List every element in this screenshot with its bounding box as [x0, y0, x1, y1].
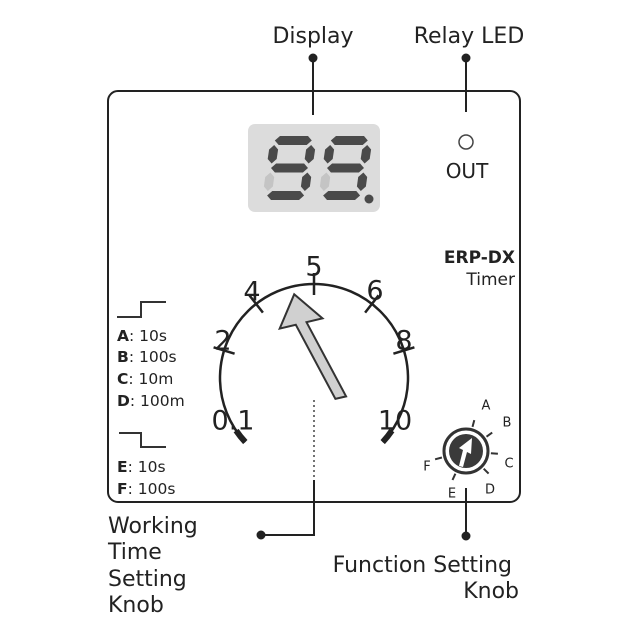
display-digit-1	[319, 136, 372, 200]
segment-c	[300, 172, 312, 191]
function-knob-labels: AB CD E F	[423, 399, 513, 502]
segment-b	[304, 145, 316, 164]
callout-leaders	[256, 53, 471, 541]
display-digit-0	[263, 136, 316, 200]
dial-max-stop	[380, 428, 395, 445]
segment-e	[263, 172, 275, 191]
segment-d	[323, 191, 361, 200]
time-range-code: A	[117, 327, 129, 345]
callout-working-time-knob: Working Time Setting Knob	[107, 514, 205, 618]
function-knob-tick	[490, 452, 498, 455]
segment-a	[274, 136, 312, 145]
working-time-dial[interactable]: 0.1 24 5 68 10	[212, 252, 415, 445]
time-range-value: : 100m	[130, 392, 185, 410]
time-range-code: B	[117, 348, 129, 366]
timer-panel	[107, 90, 521, 503]
time-range-value: : 10s	[129, 327, 167, 345]
segment-a	[330, 136, 368, 145]
segment-e	[319, 172, 331, 191]
dial-label-8: 8	[395, 326, 412, 357]
dial-label-2: 2	[214, 326, 231, 357]
dial-tick	[393, 346, 415, 355]
function-knob-tick	[471, 419, 476, 428]
time-range-value: : 10s	[128, 458, 166, 476]
time-range-b: B: 100s	[117, 348, 177, 366]
off-delay-waveform-icon	[119, 432, 166, 448]
time-range-code: D	[117, 392, 130, 410]
time-range-a: A: 10s	[117, 327, 167, 345]
dial-label-0_1: 0.1	[212, 406, 255, 437]
time-range-value: : 10m	[128, 370, 173, 388]
relay-led-indicator	[458, 134, 474, 150]
time-range-value: : 100s	[128, 480, 176, 498]
seven-segment-display	[248, 124, 380, 212]
model-type: Timer	[465, 270, 515, 290]
time-dial-labels: 0.1 24 5 68 10	[212, 252, 413, 437]
callout-relay-led: Relay LED	[414, 24, 525, 49]
callout-display: Display	[272, 24, 353, 49]
time-range-e: E: 10s	[117, 458, 166, 476]
segment-g	[271, 163, 308, 173]
function-knob-tick	[434, 456, 443, 461]
function-setting-knob[interactable]: AB CD E F	[423, 399, 513, 502]
time-range-value: : 100s	[129, 348, 177, 366]
time-range-code: E	[117, 458, 128, 476]
dial-tick	[364, 294, 380, 314]
led-label: OUT	[446, 159, 489, 183]
dial-min-stop	[233, 428, 248, 445]
dial-tick	[248, 294, 264, 314]
function-knob-tick	[482, 467, 490, 475]
function-knob-arrow-icon	[459, 438, 472, 467]
decimal-point	[364, 194, 374, 204]
function-position-a: A	[482, 399, 491, 414]
function-knob-ticks	[434, 419, 498, 481]
time-range-code: C	[117, 370, 128, 388]
function-position-f: F	[423, 460, 430, 475]
display-digits	[263, 136, 374, 204]
time-dial-ticks	[213, 273, 415, 355]
function-position-b: B	[503, 416, 512, 431]
dial-label-10: 10	[378, 406, 412, 437]
time-dial-pointer	[278, 292, 348, 401]
on-delay-waveform-icon	[117, 301, 166, 318]
segment-f	[323, 145, 335, 164]
segment-b	[360, 145, 372, 164]
time-range-f: F: 100s	[117, 480, 175, 498]
segment-d	[267, 191, 305, 200]
time-range-c: C: 10m	[117, 370, 173, 388]
dial-pointer-arrow-icon	[278, 292, 348, 401]
callout-function-knob: Function Setting Knob	[333, 553, 519, 604]
dial-label-5: 5	[305, 252, 322, 283]
function-knob-tick	[485, 431, 493, 438]
time-range-code: F	[117, 480, 128, 498]
time-range-d: D: 100m	[117, 392, 185, 410]
display-window	[248, 124, 380, 212]
model-name: ERP-DX	[444, 248, 515, 268]
segment-f	[267, 145, 279, 164]
function-position-d: D	[485, 483, 495, 498]
segment-g	[327, 163, 364, 173]
dial-label-6: 6	[366, 276, 383, 307]
dial-label-4: 4	[243, 277, 260, 308]
function-position-e: E	[448, 487, 456, 502]
segment-c	[356, 172, 368, 191]
function-knob-tick	[451, 473, 457, 481]
dial-tick	[213, 346, 235, 355]
function-position-c: C	[504, 457, 513, 472]
